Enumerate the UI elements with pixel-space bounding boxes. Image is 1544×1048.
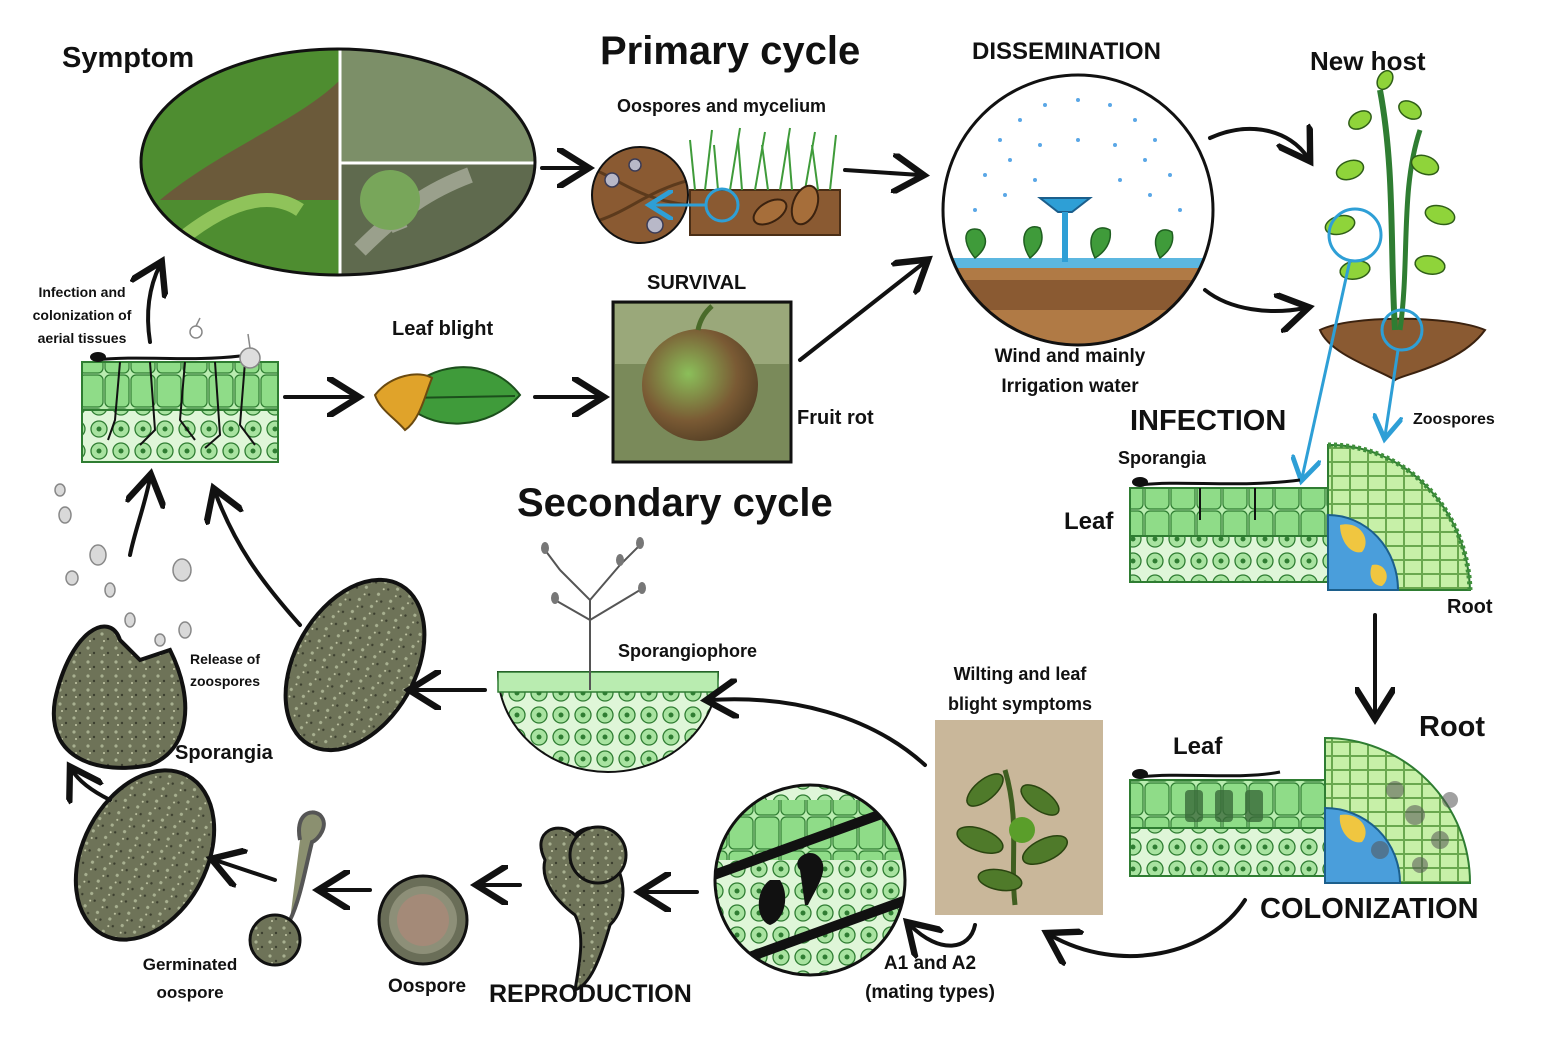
mating-types-illustration <box>713 783 907 977</box>
oospores-mycelium-label: Oospores and mycelium <box>617 96 827 116</box>
reproduction-label: REPRODUCTION <box>489 980 692 1008</box>
cycle-arrows <box>72 129 1375 956</box>
wilting-label-line2: blight symptoms <box>947 694 1092 714</box>
reproduction-illustrations <box>248 810 628 993</box>
new-host-plant <box>1302 69 1487 478</box>
wilting-label-line1: Wilting and leaf <box>953 664 1087 684</box>
soil-oospores-illustration <box>591 127 841 244</box>
colonization-leaf-label: Leaf <box>1173 733 1223 760</box>
leaf-blight-label: Leaf blight <box>392 318 494 340</box>
dissemination-illustration <box>941 73 1215 347</box>
survival-label: SURVIVAL <box>647 272 747 294</box>
colonization-root-label: Root <box>1419 711 1486 743</box>
infection-root-label: Root <box>1447 596 1493 618</box>
release-zoospores-label-line1: Release of <box>189 651 261 667</box>
sporangiophore-illustration <box>496 537 720 773</box>
aerial-infection-label-line2: colonization of <box>32 307 132 323</box>
dissemination-label: DISSEMINATION <box>972 38 1161 65</box>
sporangia-label: Sporangia <box>175 742 273 764</box>
wilting-plant-photo <box>935 720 1103 915</box>
infection-label: INFECTION <box>1130 405 1287 437</box>
release-zoospores-label-line2: zoospores <box>189 673 260 689</box>
new-host-label: New host <box>1310 46 1426 76</box>
sporangia-pods <box>51 483 427 942</box>
leaf-blight-illustration <box>373 366 522 432</box>
zoospores-label: Zoospores <box>1413 411 1495 428</box>
infection-tissue-illustration <box>1129 442 1473 591</box>
colonization-label: COLONIZATION <box>1260 893 1479 925</box>
fruit-rot-photo <box>611 300 793 464</box>
symptom-photo-collage <box>139 47 537 277</box>
mating-types-label-line1: A1 and A2 <box>883 953 977 974</box>
aerial-infection-label-line1: Infection and <box>38 284 126 300</box>
germinated-oospore-label-line1: Germinated <box>142 955 238 974</box>
sporangia-infection-label: Sporangia <box>1118 448 1207 468</box>
colonization-tissue-illustration <box>1129 736 1472 884</box>
wind-irrigation-label-line1: Wind and mainly <box>994 346 1146 367</box>
leaf-tissue-aerial <box>81 317 279 463</box>
primary-cycle-title: Primary cycle <box>600 29 861 73</box>
oospore-label: Oospore <box>388 976 467 997</box>
symptom-label: Symptom <box>62 42 195 74</box>
mating-types-label-line2: (mating types) <box>865 982 995 1003</box>
fruit-rot-label: Fruit rot <box>797 407 874 429</box>
sporangiophore-label: Sporangiophore <box>618 641 757 661</box>
secondary-cycle-title: Secondary cycle <box>517 481 833 525</box>
infection-leaf-label: Leaf <box>1064 508 1114 535</box>
aerial-infection-label-line3: aerial tissues <box>37 330 127 346</box>
wind-irrigation-label-line2: Irrigation water <box>1001 376 1139 397</box>
germinated-oospore-label-line2: oospore <box>156 983 224 1002</box>
